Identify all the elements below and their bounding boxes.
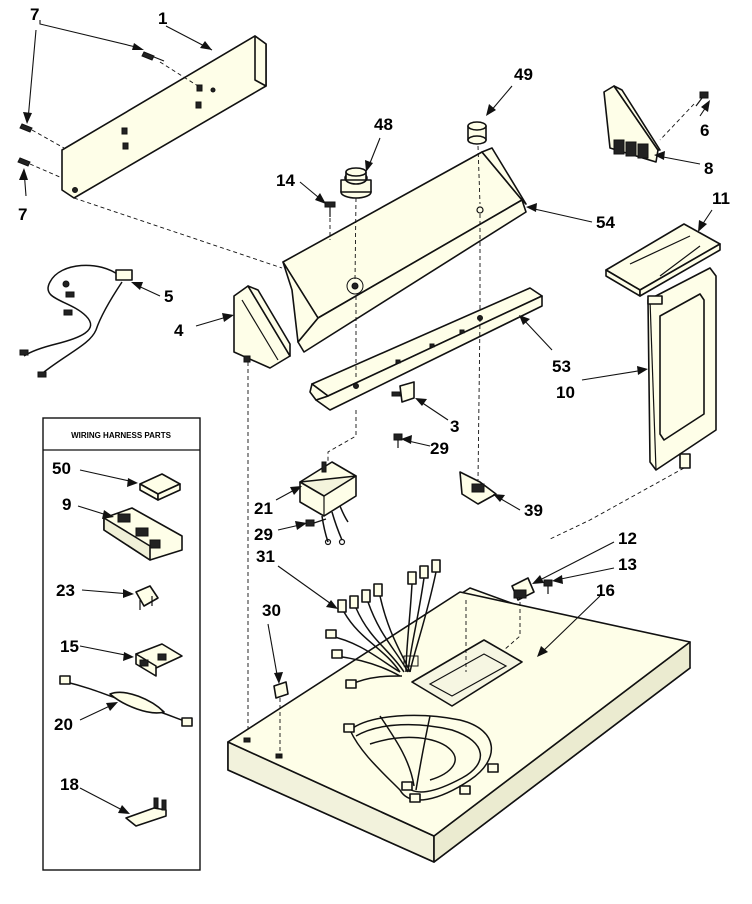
part-13-screw[interactable] [543, 579, 553, 594]
part-11-lid[interactable] [605, 223, 721, 297]
part-6-screw[interactable] [695, 91, 709, 107]
part-31-harness[interactable] [325, 559, 441, 689]
callout-5: 5 [164, 287, 173, 306]
part-8-bracket[interactable] [603, 85, 661, 163]
callout-7-top: 7 [30, 5, 39, 24]
callout-29-upper: 29 [430, 439, 449, 458]
part-29-screw-upper[interactable] [393, 433, 403, 448]
part-30-clip[interactable] [273, 681, 289, 699]
callout-15: 15 [60, 637, 79, 656]
callout-49: 49 [514, 65, 533, 84]
callout-7-bottom: 7 [18, 205, 27, 224]
callout-39: 39 [524, 501, 543, 520]
part-9-connector[interactable] [103, 507, 183, 561]
callout-29-lower: 29 [254, 525, 273, 544]
part-18-terminal[interactable] [125, 797, 167, 827]
callout-31: 31 [256, 547, 275, 566]
callout-11: 11 [712, 189, 730, 208]
callout-48: 48 [374, 115, 393, 134]
part-1-bracket[interactable] [61, 35, 267, 199]
part-3-clip[interactable] [391, 381, 415, 403]
part-5-harness[interactable] [19, 264, 133, 378]
part-20-wire[interactable] [59, 675, 193, 727]
callout-13: 13 [618, 555, 637, 574]
callout-8: 8 [704, 159, 713, 178]
callout-14: 14 [276, 171, 295, 190]
part-39-bracket[interactable] [459, 471, 497, 505]
callout-10: 10 [556, 383, 575, 402]
callout-53: 53 [552, 357, 571, 376]
callout-21: 21 [254, 499, 273, 518]
cover-harness-loop[interactable] [343, 714, 499, 803]
part-12-clip[interactable] [511, 577, 535, 601]
callout-30: 30 [262, 601, 281, 620]
part-49-knob[interactable] [467, 121, 487, 145]
callout-20: 20 [54, 715, 73, 734]
part-10-panel[interactable] [647, 267, 717, 471]
callout-9: 9 [62, 495, 71, 514]
callout-1: 1 [158, 9, 167, 28]
screw-7-top[interactable] [141, 51, 165, 62]
callout-50: 50 [52, 459, 71, 478]
callout-4: 4 [174, 321, 184, 340]
callout-12: 12 [618, 529, 637, 548]
part-48-knob[interactable] [340, 167, 372, 199]
part-4-end-cap[interactable] [233, 285, 291, 369]
part-14-screw[interactable] [324, 201, 336, 217]
callout-16: 16 [596, 581, 615, 600]
part-15-connector[interactable] [135, 643, 183, 677]
part-53-control-bracket[interactable] [309, 287, 543, 411]
callout-6: 6 [700, 121, 709, 140]
callout-labels: 1 7 7 48 49 14 54 6 8 11 10 53 5 4 3 29 … [18, 5, 730, 794]
part-54-console-panel[interactable] [282, 147, 527, 353]
legend-title: WIRING HARNESS PARTS [71, 431, 172, 440]
callout-18: 18 [60, 775, 79, 794]
part-50-connector[interactable] [139, 473, 181, 501]
part-29-screw-lower[interactable] [305, 518, 327, 527]
callout-3: 3 [450, 417, 459, 436]
part-23-clip[interactable] [135, 585, 159, 610]
callout-54: 54 [596, 213, 615, 232]
callout-23: 23 [56, 581, 75, 600]
screw-7-left-upper[interactable] [19, 123, 33, 133]
part-21-switch[interactable] [299, 461, 357, 546]
screw-7-left-lower[interactable] [17, 157, 31, 167]
part-16-top-cover[interactable] [227, 587, 691, 863]
leader-lines [19, 20, 713, 814]
